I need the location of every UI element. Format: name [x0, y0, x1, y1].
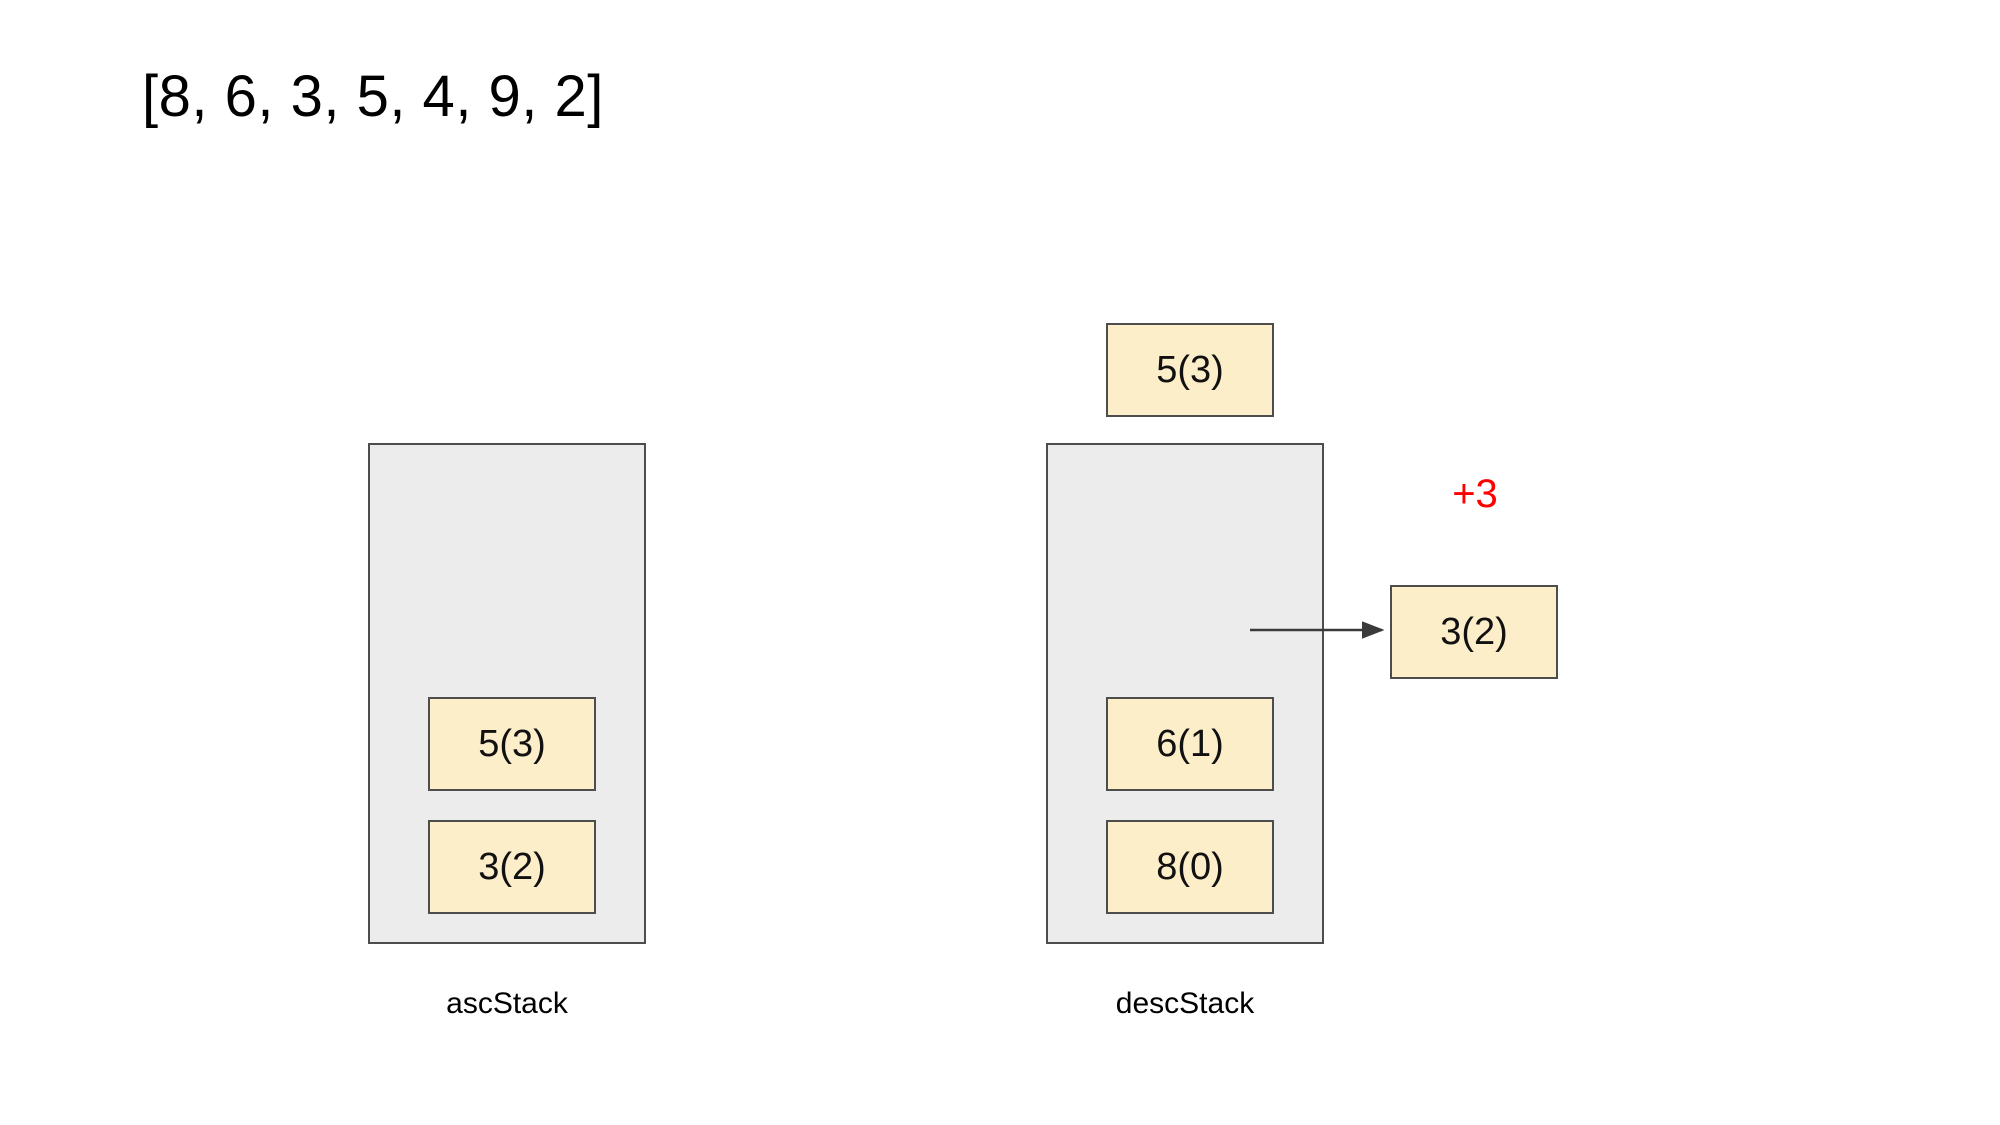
floating-popped-box: 5(3): [1106, 323, 1274, 417]
asc-stack-item: 3(2): [428, 820, 596, 914]
arrow-icon: [1250, 621, 1385, 639]
incoming-element-box: 3(2): [1390, 585, 1558, 679]
desc-stack-label: descStack: [1115, 987, 1255, 1020]
asc-stack-label: ascStack: [446, 987, 568, 1020]
asc-stack-item: 5(3): [428, 697, 596, 791]
desc-stack-item: 6(1): [1106, 697, 1274, 791]
desc-stack-item: 8(0): [1106, 820, 1274, 914]
array-title: [8, 6, 3, 5, 4, 9, 2]: [142, 64, 604, 129]
delta-annotation: +3: [1452, 472, 1498, 516]
